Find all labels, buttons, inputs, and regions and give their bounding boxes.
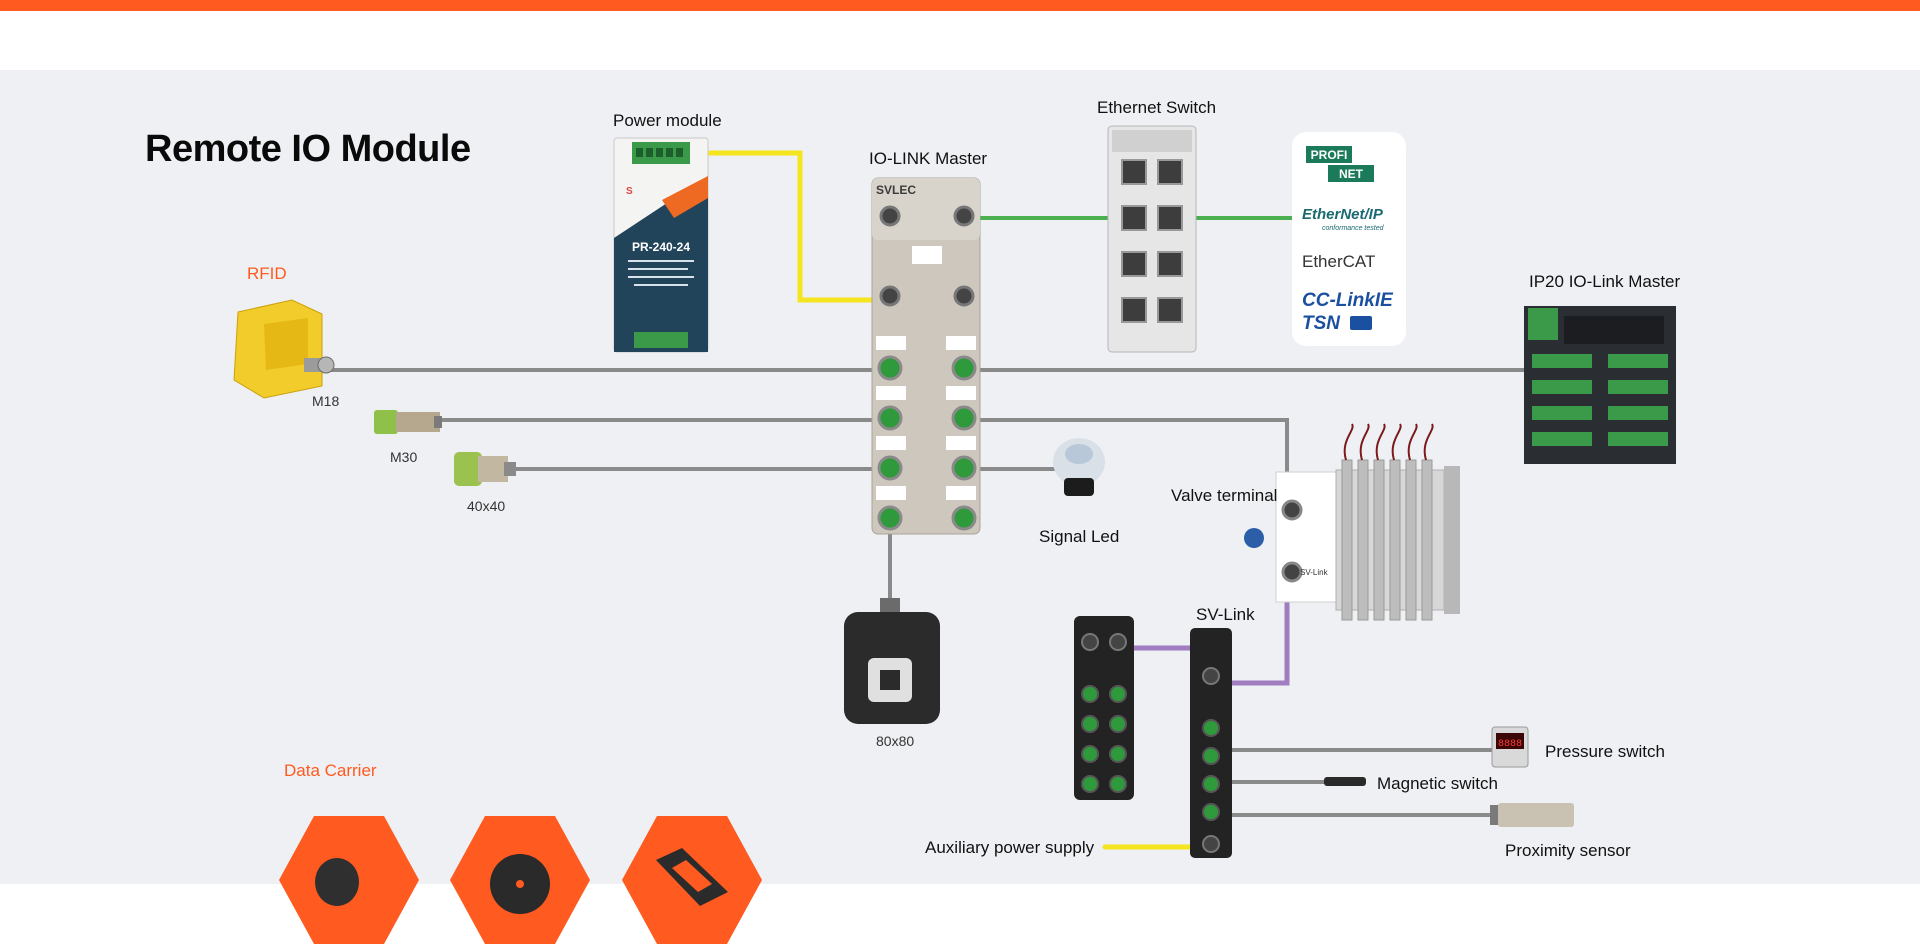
data-carrier-3: [622, 816, 762, 944]
label-m30: M30: [390, 449, 418, 465]
profinet-top: PROFI: [1311, 148, 1348, 162]
ethernet-switch: [1107, 125, 1197, 353]
wire-svlink-valve: [1222, 587, 1290, 686]
profinet-bottom: NET: [1339, 167, 1364, 181]
label-aux-power: Auxiliary power supply: [925, 838, 1095, 857]
label-sv-link: SV-Link: [1196, 605, 1255, 624]
label-proximity-sensor: Proximity sensor: [1505, 841, 1631, 860]
ethercat-logo: EtherCAT: [1302, 252, 1375, 271]
pressure-switch: 8888: [1491, 726, 1529, 768]
svlec-brand: SVLEC: [876, 183, 916, 197]
power-model-text: PR-240-24: [632, 240, 690, 254]
magnetic-switch: [1324, 777, 1366, 786]
label-40x40: 40x40: [467, 498, 506, 514]
ip20-io-link-master: [1524, 306, 1676, 464]
label-m18: M18: [312, 393, 340, 409]
label-80x80: 80x80: [876, 733, 915, 749]
m30-sensor: [374, 410, 442, 434]
valve-svlink-mark: SV-Link: [1300, 568, 1329, 577]
40x40-sensor: [454, 452, 516, 486]
tsn-logo: TSN: [1302, 313, 1341, 334]
signal-led: [1053, 438, 1105, 496]
label-ethernet-switch: Ethernet Switch: [1097, 98, 1217, 117]
label-magnetic-switch: Magnetic switch: [1377, 774, 1498, 793]
wire-power: [702, 150, 883, 303]
label-valve-terminal: Valve terminal: [1171, 486, 1278, 505]
label-pressure-switch: Pressure switch: [1545, 742, 1665, 761]
sv-link-module: [1190, 628, 1232, 858]
proximity-sensor: [1490, 803, 1574, 827]
label-ip20-master: IP20 IO-Link Master: [1529, 272, 1681, 291]
label-power-module: Power module: [613, 111, 722, 130]
diagram-title: Remote IO Module: [145, 128, 471, 170]
pressure-display: 8888: [1498, 739, 1522, 750]
protocol-logos: PROFI NET EtherNet/IP conformance tested…: [1292, 132, 1406, 346]
ethernetip-sub: conformance tested: [1322, 225, 1385, 232]
svg-text:S: S: [626, 186, 633, 197]
label-rfid: RFID: [247, 264, 287, 283]
rfid-sensor: [233, 299, 335, 399]
data-carrier-2: [450, 816, 590, 944]
data-carrier-1: [279, 816, 419, 944]
top-accent-bar: [0, 0, 1920, 11]
wires: [328, 150, 1532, 850]
io-link-master: SVLEC: [871, 177, 981, 535]
ethernetip-logo: EtherNet/IP: [1302, 206, 1384, 223]
io-hub: [1074, 616, 1134, 800]
power-module: PR-240-24 S: [613, 137, 709, 353]
valve-terminal: SV-Link: [1244, 423, 1460, 621]
label-data-carrier: Data Carrier: [284, 761, 377, 780]
label-signal-led: Signal Led: [1039, 527, 1120, 546]
io-master-ports: [876, 336, 977, 531]
label-io-link-master: IO-LINK Master: [869, 149, 988, 168]
cclink-logo: CC-LinkIE: [1302, 290, 1394, 311]
80x80-sensor: [844, 598, 940, 724]
